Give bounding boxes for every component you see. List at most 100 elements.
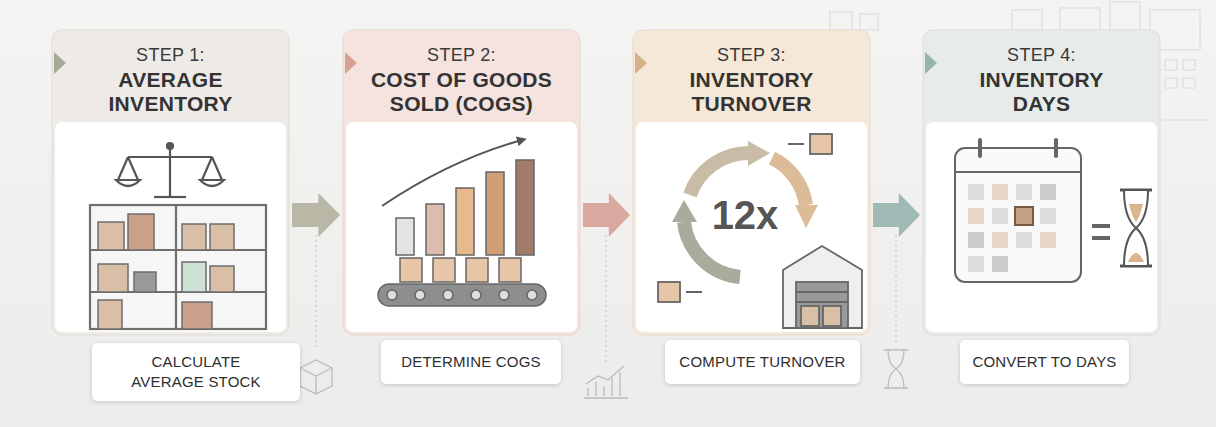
calendar-icon	[992, 232, 1008, 248]
card-backgrounds	[633, 30, 870, 335]
bar-chart-icon	[382, 140, 534, 255]
equals-symbol	[1092, 224, 1110, 228]
dotted-guides	[315, 235, 316, 350]
calendar-icon	[992, 184, 1008, 200]
bar-chart-icon	[396, 218, 414, 255]
background-sketch	[830, 12, 852, 30]
equals-symbol	[1092, 226, 1110, 238]
warehouse-icon	[796, 282, 848, 328]
conveyor-icon	[400, 258, 422, 282]
cycle-arrows-icon	[795, 205, 818, 228]
caption-box: CONVERT TO DAYS	[960, 340, 1129, 384]
hourglass-icon	[1120, 190, 1152, 266]
step-card: STEP 2:COST OF GOODS SOLD (COGS)DETERMIN…	[343, 30, 580, 335]
card-header: STEP 2:COST OF GOODS SOLD (COGS)	[343, 30, 580, 116]
calendar-icon	[955, 171, 1081, 173]
step-card: STEP 1:AVERAGE INVENTORYCALCULATE AVERAG…	[52, 30, 289, 335]
warehouse-icon	[658, 134, 862, 328]
background-sketch	[1060, 8, 1100, 30]
small-decor-icons	[584, 366, 628, 398]
storage-shelf-icon	[90, 205, 266, 329]
storage-shelf-icon	[182, 224, 206, 250]
conveyor-icon	[499, 290, 509, 300]
background-sketch	[1165, 78, 1177, 88]
flow-arrow	[583, 193, 630, 237]
balance-scale-icon	[116, 143, 224, 197]
background-sketch	[1165, 60, 1177, 70]
bar-chart-icon	[382, 140, 522, 206]
cycle-arrows-icon	[672, 200, 697, 222]
cycle-arrows-icon	[672, 141, 818, 277]
conveyor-icon	[443, 290, 453, 300]
bar-chart-icon	[516, 160, 534, 255]
calendar-icon	[968, 208, 984, 224]
calendar-icon	[955, 148, 1081, 282]
conveyor-icon	[378, 284, 546, 306]
header-markers	[635, 52, 647, 74]
dotted-guides	[895, 235, 896, 345]
cycle-arrows-icon	[748, 141, 770, 166]
calendar-icon	[1016, 232, 1032, 248]
calendar-icon	[968, 184, 1056, 272]
storage-shelf-icon	[182, 262, 206, 292]
card-backgrounds	[343, 30, 580, 335]
calendar-icon	[968, 184, 984, 200]
caption-box: CALCULATE AVERAGE STOCK	[92, 343, 300, 401]
storage-shelf-icon	[134, 272, 156, 292]
small-decor-icons	[884, 350, 908, 388]
warehouse-icon	[658, 282, 680, 302]
conveyor-icon	[433, 258, 455, 282]
bar-chart-icon	[456, 188, 474, 255]
card-backgrounds	[636, 122, 867, 332]
warehouse-icon	[801, 306, 819, 326]
warehouse-icon	[810, 134, 832, 154]
card-backgrounds	[346, 122, 577, 332]
step-card: STEP 4:INVENTORY DAYSCONVERT TO DAYS	[923, 30, 1160, 335]
bar-chart-icon	[426, 204, 444, 255]
warehouse-icon	[796, 301, 848, 303]
card-backgrounds	[52, 30, 289, 335]
header-markers	[925, 52, 937, 74]
conveyor-icon	[499, 258, 521, 282]
step-number: STEP 3:	[633, 44, 870, 66]
calendar-icon	[1015, 207, 1033, 225]
hourglass-icon	[1124, 190, 1148, 266]
step-number: STEP 2:	[343, 44, 580, 66]
warehouse-icon	[823, 306, 841, 326]
calendar-icon	[1040, 232, 1056, 248]
step-title: COST OF GOODS SOLD (COGS)	[369, 68, 554, 116]
storage-shelf-icon	[98, 300, 122, 329]
hourglass-icon	[1128, 204, 1144, 262]
turnover-multiplier: 12x	[712, 193, 779, 237]
step-number: STEP 4:	[923, 44, 1160, 66]
conveyor-icon	[415, 290, 425, 300]
dotted-guides	[605, 235, 606, 365]
small-decor-icons	[300, 360, 332, 394]
storage-shelf-icon	[210, 266, 234, 292]
flow-arrow	[292, 193, 340, 237]
storage-shelf-icon	[175, 205, 177, 329]
storage-shelf-icon	[90, 205, 266, 329]
caption-box: COMPUTE TURNOVER	[665, 340, 860, 384]
background-sketch	[1183, 78, 1195, 88]
caption-text: DETERMINE COGS	[401, 352, 540, 372]
calendar-icon	[978, 140, 982, 156]
card-backgrounds	[923, 30, 1160, 335]
caption-box: DETERMINE COGS	[381, 340, 561, 384]
card-backgrounds	[55, 122, 286, 332]
warehouse-icon	[796, 291, 848, 293]
step-number: STEP 1:	[52, 44, 289, 66]
conveyor-icon	[466, 258, 488, 282]
header-markers	[54, 52, 66, 74]
cycle-arrows-icon	[690, 153, 748, 195]
calendar-icon	[968, 232, 984, 248]
calendar-icon	[955, 140, 1081, 282]
calendar-icon	[1040, 184, 1056, 200]
card-header: STEP 4:INVENTORY DAYS	[923, 30, 1160, 116]
background-sketch	[1110, 2, 1140, 30]
card-header: STEP 1:AVERAGE INVENTORY	[52, 30, 289, 116]
storage-shelf-icon	[182, 302, 212, 329]
header-markers	[345, 52, 357, 74]
warehouse-icon	[783, 246, 862, 328]
